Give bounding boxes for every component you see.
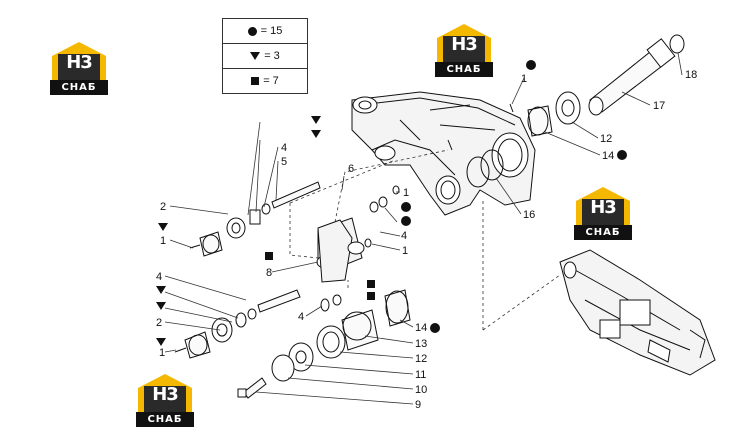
callout-4: 4 (298, 311, 304, 323)
sleeve-13 (341, 309, 379, 351)
circle-marker (526, 60, 536, 70)
callout-2: 2 (160, 201, 166, 213)
house-logo-icon (437, 24, 491, 62)
assembled-machine-view (559, 249, 716, 376)
h3-snab-logo: H3 СНАБ (48, 40, 110, 96)
square-icon (251, 77, 260, 85)
frame-housing (351, 91, 536, 216)
callout-5: 5 (281, 156, 287, 168)
callout-14: 14 (602, 150, 614, 162)
legend-text: = 15 (260, 25, 283, 37)
triangle-marker (158, 223, 168, 231)
lower-nut-assembly (174, 289, 301, 359)
washer-12-upper (555, 91, 581, 125)
pivot-pin-17 (588, 38, 676, 116)
triangle-marker (311, 130, 321, 138)
callout-11: 11 (415, 369, 426, 381)
h3-snab-logo: H3 СНАБ (433, 22, 495, 78)
symbol-legend: = 15 = 3 = 7 (222, 18, 308, 94)
h3-snab-logo: H3 СНАБ (572, 185, 634, 241)
callout-1: 1 (403, 187, 409, 199)
callout-16: 16 (523, 209, 535, 221)
callout-labels: 1 18 17 12 14 16 1 4 1 6 2 1 4 5 8 4 2 1… (156, 69, 697, 411)
legend-row-circle: = 15 (223, 19, 307, 44)
logo-caption: СНАБ (50, 80, 108, 95)
callout-2: 2 (156, 317, 162, 329)
bushing-14-lower (384, 289, 411, 327)
logo-letters: H3 (590, 197, 617, 218)
callout-14: 14 (415, 322, 427, 334)
house-logo-icon (138, 374, 192, 412)
callout-1: 1 (159, 347, 165, 359)
grease-fittings (447, 103, 514, 151)
callout-1: 1 (160, 235, 166, 247)
callout-17: 17 (653, 100, 665, 112)
logo-letters: H3 (152, 384, 179, 405)
logo-caption: СНАБ (574, 225, 632, 240)
seal-rings-16 (466, 149, 504, 188)
upper-nut-assembly (189, 181, 321, 257)
circle-marker (430, 323, 440, 333)
callout-9: 9 (415, 399, 421, 411)
callout-8: 8 (266, 267, 272, 279)
bushing-14-upper (527, 105, 553, 137)
triangle-marker (156, 302, 166, 310)
house-logo-icon (576, 187, 630, 225)
logo-letters: H3 (66, 52, 93, 73)
square-marker (367, 292, 375, 300)
small-washers-mid (364, 185, 400, 248)
callout-4: 4 (401, 230, 407, 242)
logo-letters: H3 (451, 34, 478, 55)
house-logo-icon (52, 42, 106, 80)
small-washers-lower (320, 294, 342, 312)
callout-10: 10 (415, 384, 427, 396)
callout-12: 12 (600, 133, 612, 145)
circle-marker (401, 216, 411, 226)
leader-lines (164, 52, 683, 405)
callout-1: 1 (402, 245, 408, 257)
callout-1: 1 (521, 73, 527, 85)
triangle-marker (311, 116, 321, 124)
circle-marker (401, 202, 411, 212)
callout-6: 6 (348, 163, 354, 175)
snap-ring-18 (669, 34, 685, 54)
triangle-icon (250, 52, 261, 60)
square-marker (265, 252, 273, 260)
callout-18: 18 (685, 69, 697, 81)
square-marker (367, 280, 375, 288)
callout-4: 4 (156, 271, 162, 283)
logo-caption: СНАБ (435, 62, 493, 77)
legend-row-triangle: = 3 (223, 44, 307, 69)
disc-10 (271, 354, 295, 382)
legend-row-square: = 7 (223, 69, 307, 93)
bracket-left (317, 219, 365, 283)
circle-icon (247, 26, 257, 36)
washer-12-lower (316, 325, 346, 359)
callout-12: 12 (415, 353, 427, 365)
circle-marker (617, 150, 627, 160)
logo-caption: СНАБ (136, 412, 194, 427)
bolt-9 (237, 377, 267, 399)
legend-text: = 7 (263, 75, 279, 87)
triangle-marker (156, 286, 166, 294)
symbol-markers (156, 60, 627, 346)
h3-snab-logo: H3 СНАБ (134, 372, 196, 428)
legend-text: = 3 (264, 50, 280, 62)
alignment-lines (289, 149, 561, 331)
callout-4: 4 (281, 142, 287, 154)
triangle-marker (156, 338, 166, 346)
callout-13: 13 (415, 338, 427, 350)
